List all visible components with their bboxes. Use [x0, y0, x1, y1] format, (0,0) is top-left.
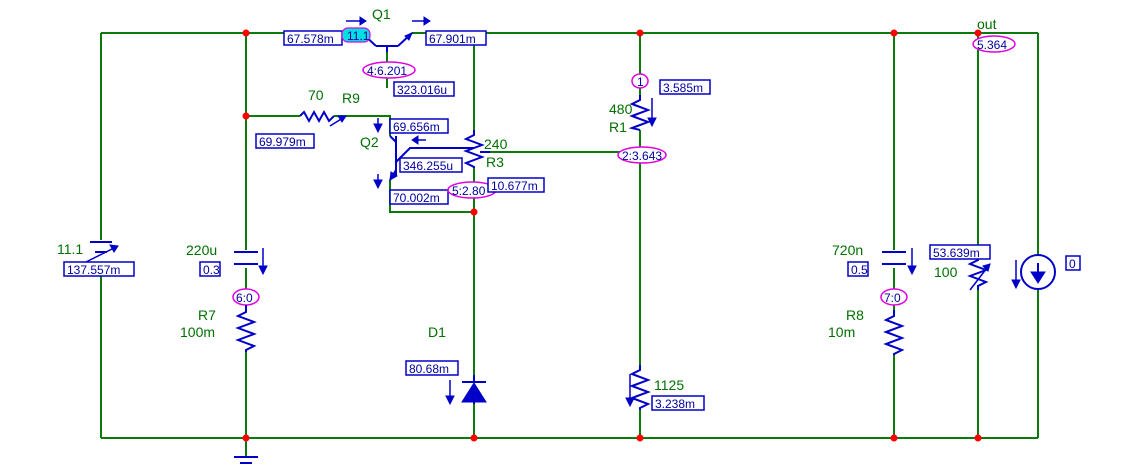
- q2-emitter-current: 70.002m: [393, 191, 440, 205]
- junctions: [242, 29, 982, 442]
- q2-collector-current-box: [389, 118, 449, 134]
- pot-current: 3.238m: [655, 397, 695, 411]
- resistor-r1[interactable]: [628, 95, 657, 131]
- pot-value: 1125: [654, 377, 684, 393]
- out-node-marker: [972, 35, 1016, 53]
- r1-top-node-marker: [631, 73, 649, 89]
- q1-emitter-voltage: 11.1: [347, 29, 370, 43]
- q1-base-current: 67.578m: [287, 32, 334, 46]
- r9-current: 69.979m: [259, 135, 306, 149]
- q1-base-current-small: 323.016u: [397, 83, 447, 97]
- c2-value: 720n: [832, 242, 863, 258]
- r9-value: 70: [308, 87, 324, 103]
- load-current: 53.639m: [933, 246, 980, 260]
- q2-base-current: 346.255u: [403, 159, 453, 173]
- q1-name: Q1: [372, 6, 391, 22]
- r3-node: 5:2.80: [452, 184, 486, 198]
- r1-top-node: 1: [637, 75, 644, 89]
- battery-value: 11.1: [57, 241, 83, 257]
- c1-current-box: [199, 261, 221, 277]
- r1-name: R1: [609, 119, 627, 135]
- diode-d1[interactable]: [445, 375, 487, 406]
- c2-node: 7:0: [884, 291, 901, 305]
- resistor-r7[interactable]: [235, 305, 257, 352]
- load-value: 100: [934, 264, 958, 280]
- r3-current: 10.677m: [491, 179, 538, 193]
- c1-current: 0.3: [203, 263, 220, 277]
- current-source-value-box: [1065, 255, 1081, 271]
- q1-collector-current-box: [425, 30, 487, 46]
- c2-current: 0.5: [851, 263, 868, 277]
- q1-base-node: 4:6.201: [367, 64, 407, 78]
- d1-current: 80.68m: [409, 362, 449, 376]
- r8-name: R8: [846, 307, 864, 323]
- r1-current: 3.585m: [663, 81, 703, 95]
- r3-name: R3: [486, 154, 504, 170]
- r1-mid-node-marker: [617, 146, 667, 164]
- c1-value: 220u: [186, 242, 217, 258]
- q1-emitter-highlight: [341, 27, 371, 43]
- pot-current-box: [651, 395, 705, 411]
- r9-name: R9: [342, 90, 360, 106]
- q2-collector-current: 69.656m: [393, 120, 440, 134]
- resistor-r8[interactable]: [883, 310, 905, 355]
- battery[interactable]: [85, 241, 119, 263]
- q2-name: Q2: [360, 134, 379, 150]
- wires: [100, 32, 1039, 456]
- r9-current-box: [255, 133, 315, 149]
- d1-name: D1: [428, 324, 446, 340]
- battery-current: 137.557m: [67, 263, 120, 277]
- q2-base-current-box: [399, 157, 463, 173]
- r3-current-box: [487, 177, 545, 193]
- r8-value: 10m: [828, 324, 855, 340]
- resistor-r9[interactable]: [299, 109, 347, 127]
- q2-emitter-current-box: [389, 189, 449, 205]
- load-current-box: [929, 244, 991, 260]
- capacitor-c2[interactable]: [882, 248, 917, 276]
- resistor-r3[interactable]: [463, 130, 490, 168]
- out-voltage: 5.364: [977, 38, 1007, 52]
- battery-current-box: [63, 261, 135, 277]
- q1-collector-current: 67.901m: [429, 32, 476, 46]
- r7-name: R7: [198, 307, 216, 323]
- q1-base-small-box: [393, 81, 455, 97]
- r1-mid-node: 2:3.643: [622, 149, 662, 163]
- d1-current-box: [405, 360, 459, 376]
- r3-value: 240: [484, 136, 508, 152]
- resistor-pot-1125[interactable]: [625, 365, 651, 410]
- q1-base-node-marker: [362, 61, 416, 79]
- out-label: out: [977, 16, 997, 32]
- capacitor-c1[interactable]: [234, 248, 268, 276]
- r7-value: 100m: [180, 324, 215, 340]
- c2-current-box: [847, 261, 869, 277]
- current-source-value: 0: [1069, 257, 1076, 271]
- current-source[interactable]: [1011, 254, 1056, 290]
- r1-current-box: [659, 79, 711, 95]
- c1-node: 6:0: [236, 291, 253, 305]
- resistor-load[interactable]: [967, 255, 991, 291]
- ground-symbol: [234, 456, 258, 464]
- c2-node-marker: [880, 288, 908, 306]
- r1-value: 480: [609, 101, 633, 117]
